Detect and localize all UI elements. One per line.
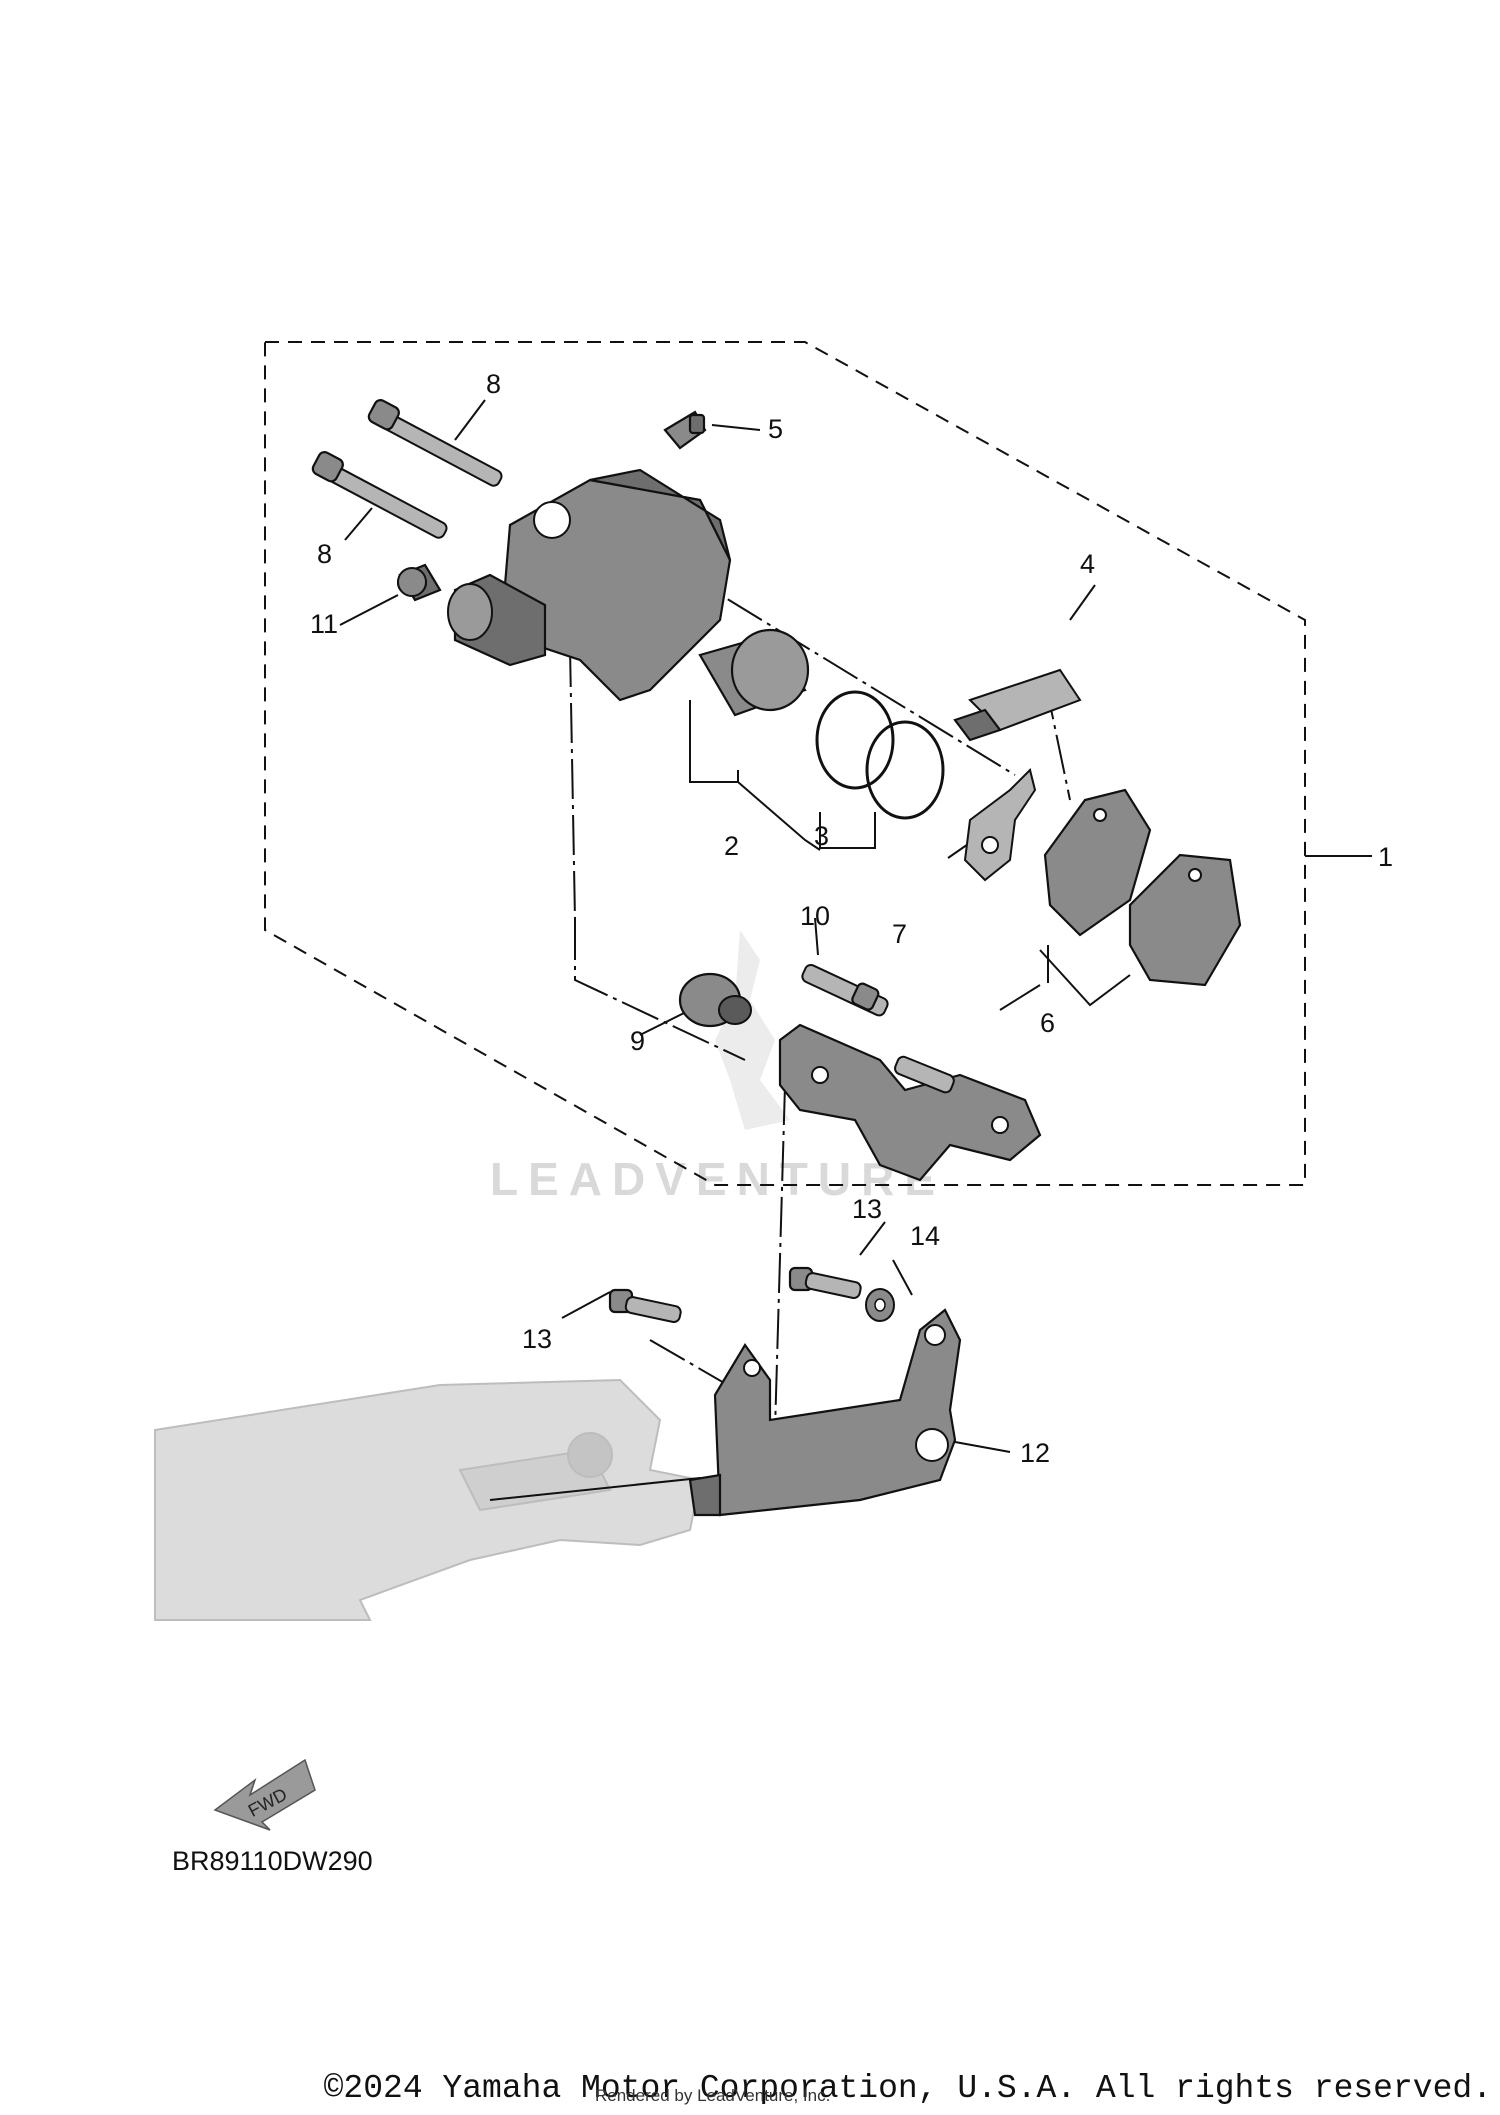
copyright-notice: ©2024 Yamaha Motor Corporation, U.S.A. A… (323, 2070, 1492, 2107)
brake-pads (1043, 788, 1242, 987)
pin-boot (678, 972, 752, 1028)
caliper-support-bracket (688, 1308, 962, 1517)
caliper-assembly-outline (264, 341, 1306, 1186)
callout-3: 3 (814, 821, 829, 851)
swingarm-ghost (154, 1378, 702, 1621)
caliper-slide-pin (801, 963, 889, 1017)
caliper-pin-bolts (311, 399, 503, 539)
callout-10: 10 (800, 901, 830, 931)
watermark: LEADVENTURE (490, 930, 945, 1205)
rendered-by-credit: Rendered by LeadVenture, Inc. (595, 2086, 831, 2105)
caliper-bracket (778, 1023, 1042, 1182)
callout-11: 11 (310, 609, 338, 639)
caliper-body (397, 468, 732, 702)
callout-13b: 13 (522, 1324, 552, 1354)
watermark-text: LEADVENTURE (490, 1153, 945, 1205)
callout-9: 9 (630, 1026, 645, 1056)
callout-2: 2 (724, 831, 739, 861)
callout-6: 6 (1040, 1008, 1055, 1038)
callout-14: 14 (910, 1221, 940, 1251)
callout-12: 12 (1020, 1438, 1050, 1468)
callout-5: 5 (768, 414, 783, 444)
pad-spring (963, 768, 1037, 882)
washer (865, 1288, 895, 1322)
callout-8b: 8 (317, 539, 332, 569)
callout-8a: 8 (486, 369, 501, 399)
bleed-screw (663, 410, 707, 450)
bracket-bolts (608, 1266, 862, 1323)
callouts: 1 2 3 4 5 6 7 8 8 9 10 11 12 13 13 14 (310, 369, 1393, 1468)
callout-7: 7 (892, 919, 907, 949)
callout-13a: 13 (852, 1194, 882, 1224)
forward-arrow-icon: FWD (213, 1758, 316, 1831)
bushing (397, 567, 427, 597)
piston-seals (815, 690, 945, 820)
diagram-code: BR89110DW290 (172, 1846, 373, 1876)
callout-4: 4 (1080, 549, 1095, 579)
callout-1: 1 (1378, 842, 1393, 872)
pad-shim (953, 668, 1082, 742)
piston (698, 628, 810, 717)
